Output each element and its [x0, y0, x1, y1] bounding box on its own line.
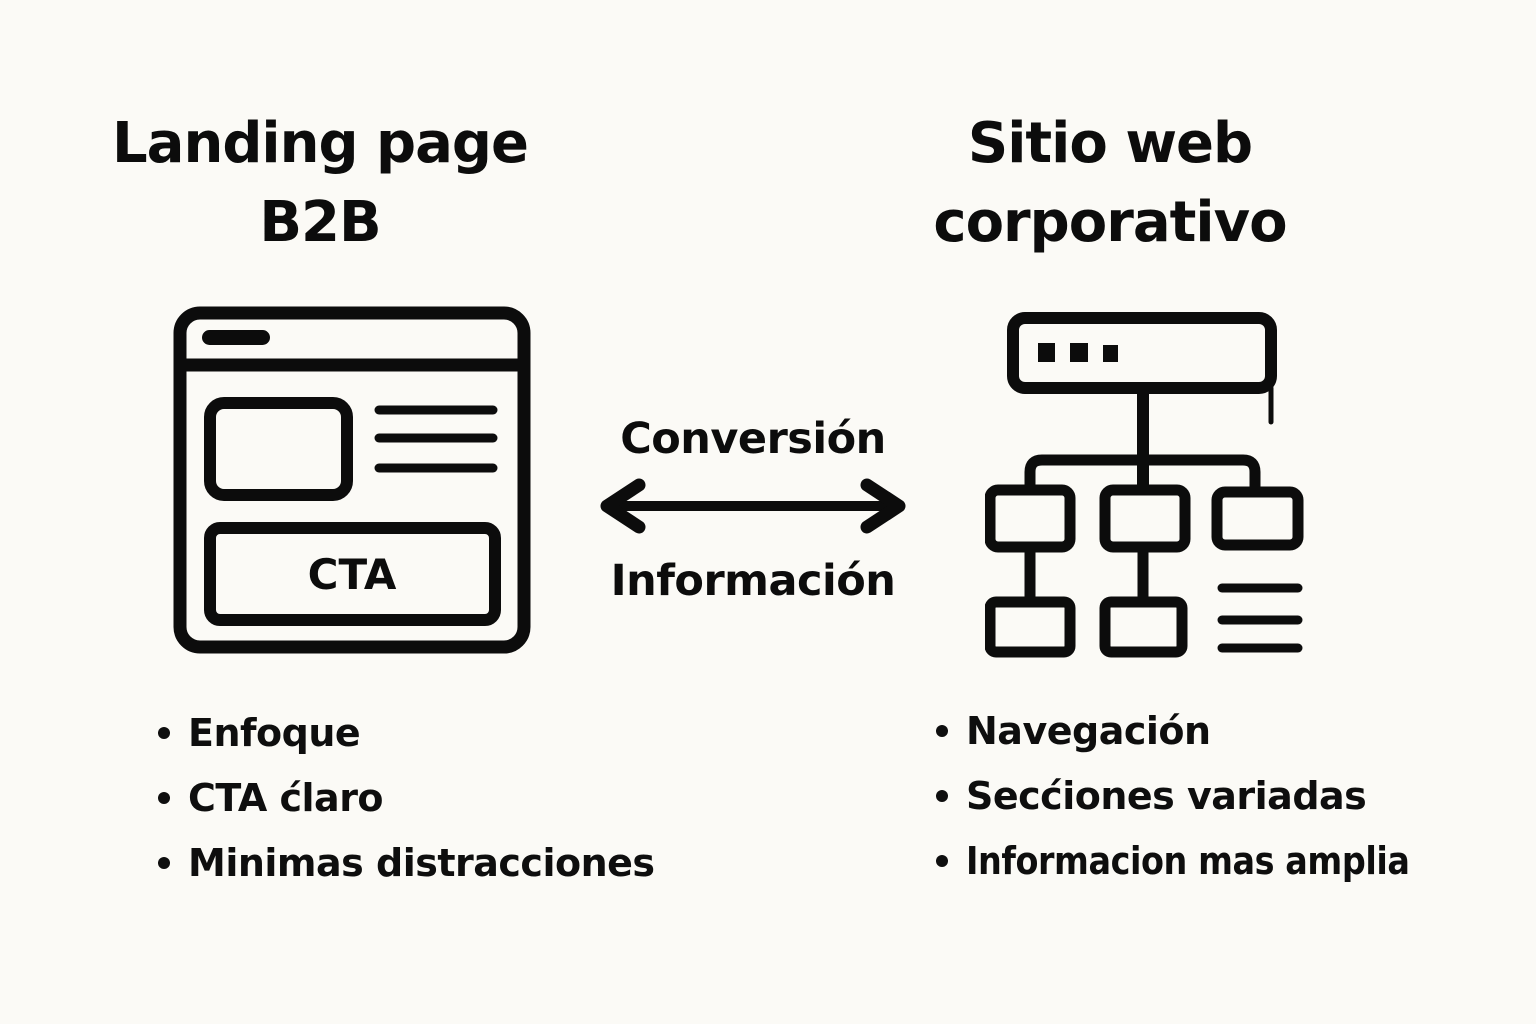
sitemap-node	[1211, 486, 1304, 551]
sitemap-node	[1099, 596, 1188, 658]
menu-dot	[1038, 343, 1055, 362]
left-title-line1: Landing page	[111, 111, 529, 176]
list-item-label: Enfoque	[188, 710, 361, 755]
hero-image-placeholder	[204, 397, 353, 501]
list-item-label: Secćiones variadas	[966, 773, 1367, 818]
informacion-label: Información	[610, 556, 896, 606]
cta-button	[204, 522, 501, 626]
sitemap-icon	[984, 308, 1305, 658]
cta-label: CTA	[308, 550, 397, 599]
left-bullet-list: Enfoque CTA ćlaro Minimas distracciones	[158, 700, 655, 895]
bullet-dot-icon	[158, 791, 170, 804]
branch-connector	[1024, 454, 1261, 492]
list-item: Informacion mas amplia	[936, 828, 1470, 893]
double-headed-arrow-icon	[595, 478, 911, 534]
conversion-label: Conversión	[620, 414, 886, 464]
bullet-dot-icon	[158, 726, 170, 739]
list-item-label: CTA ćlaro	[188, 775, 384, 820]
browser-titlebar-pill	[202, 330, 270, 345]
left-title: Landing page B2B	[70, 104, 570, 262]
sitemap-node	[984, 596, 1076, 658]
right-bullet-list: Navegación Secćiones variadas Informacio…	[936, 698, 1470, 893]
list-item: Navegación	[936, 698, 1470, 763]
right-title-line1: Sitio web	[967, 111, 1253, 176]
landing-page-wireframe-icon: CTA	[172, 305, 532, 655]
right-title: Sitio web corporativo	[860, 104, 1360, 262]
sitemap-node	[1099, 484, 1191, 553]
bullet-dot-icon	[936, 789, 948, 802]
menu-dot	[1103, 345, 1118, 362]
list-item: Secćiones variadas	[936, 763, 1470, 828]
menu-dot	[1070, 343, 1088, 362]
list-item-label: Minimas distracciones	[188, 840, 655, 885]
sitemap-node	[984, 484, 1076, 553]
list-item-label: Informacion mas amplia	[966, 838, 1410, 883]
bullet-dot-icon	[936, 724, 948, 737]
list-item-label: Navegación	[966, 708, 1211, 753]
bullet-dot-icon	[936, 854, 948, 867]
right-title-line2: corporativo	[933, 190, 1287, 255]
bullet-dot-icon	[158, 856, 170, 869]
left-title-line2: B2B	[259, 190, 381, 255]
list-item: Enfoque	[158, 700, 655, 765]
list-item: Minimas distracciones	[158, 830, 655, 895]
list-item: CTA ćlaro	[158, 765, 655, 830]
